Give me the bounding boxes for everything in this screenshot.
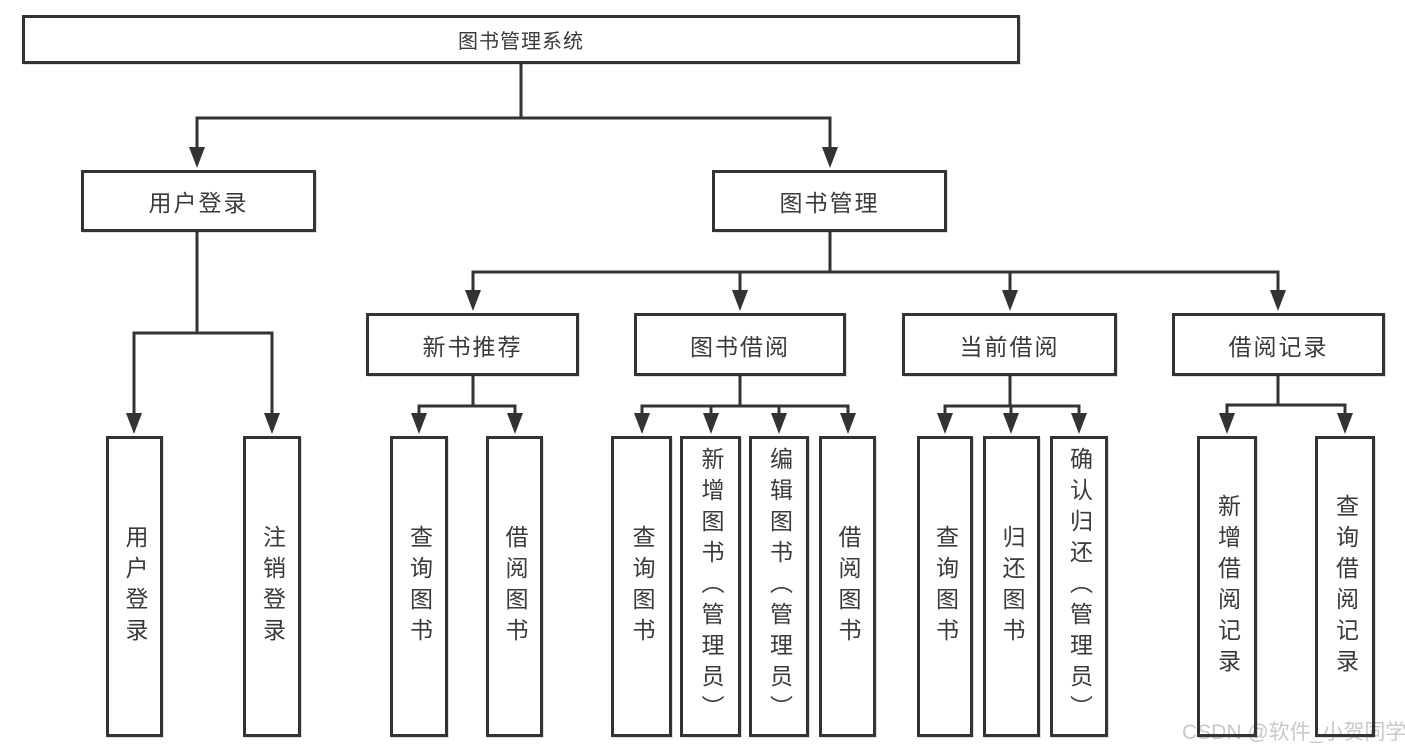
leaf-borrow-books-recommend: 借阅图书 bbox=[486, 436, 543, 737]
leaf-query-borrow-record: 查询借阅记录 bbox=[1315, 436, 1375, 737]
connector-book-borrowing-to-leaves bbox=[634, 374, 856, 434]
leaf-borrow-books-recommend-label: 借阅图书 bbox=[502, 524, 528, 649]
leaf-logout-label: 注销登录 bbox=[259, 524, 286, 649]
leaf-add-books-admin: 新增图书（管理员） bbox=[680, 436, 741, 737]
leaf-query-borrow-record-label: 查询借阅记录 bbox=[1332, 493, 1359, 680]
connector-current-borrowing-to-leaves bbox=[937, 374, 1087, 434]
connector-user-login-to-leaves bbox=[126, 230, 280, 434]
leaf-borrow-books-borrowing-label: 借阅图书 bbox=[835, 524, 861, 649]
leaf-query-books-borrowing: 查询图书 bbox=[611, 436, 672, 737]
leaf-confirm-return-admin: 确认归还（管理员） bbox=[1050, 436, 1108, 737]
leaf-add-borrow-record-label: 新增借阅记录 bbox=[1214, 493, 1241, 680]
leaf-logout: 注销登录 bbox=[243, 436, 301, 737]
leaf-query-books-recommend: 查询图书 bbox=[390, 436, 448, 737]
watermark: CSDN @软件_小贺同学 bbox=[1182, 721, 1405, 744]
leaf-user-login-label: 用户登录 bbox=[122, 524, 148, 649]
leaf-query-books-recommend-label: 查询图书 bbox=[406, 524, 433, 649]
node-book-borrowing: 图书借阅 bbox=[634, 313, 846, 376]
node-user-login: 用户登录 bbox=[81, 170, 316, 232]
connector-root-to-level2 bbox=[189, 62, 838, 168]
node-book-management: 图书管理 bbox=[712, 170, 947, 232]
leaf-confirm-return-admin-label: 确认归还（管理员） bbox=[1066, 447, 1093, 726]
node-new-book-recommendation: 新书推荐 bbox=[366, 313, 579, 376]
leaf-query-books-borrowing-label: 查询图书 bbox=[629, 524, 655, 649]
leaf-return-books-label: 归还图书 bbox=[999, 524, 1025, 649]
node-root: 图书管理系统 bbox=[22, 15, 1020, 64]
leaf-query-books-current-label: 查询图书 bbox=[932, 524, 959, 649]
leaf-query-books-current: 查询图书 bbox=[917, 436, 973, 737]
leaf-add-books-admin-label: 新增图书（管理员） bbox=[698, 447, 724, 726]
connector-new-book-recommendation-to-leaves bbox=[411, 374, 523, 434]
leaf-return-books: 归还图书 bbox=[983, 436, 1040, 737]
connector-borrowing-records-to-leaves bbox=[1219, 374, 1353, 434]
leaf-borrow-books-borrowing: 借阅图书 bbox=[819, 436, 876, 737]
connector-book-management-to-level3 bbox=[465, 230, 1286, 311]
leaf-user-login: 用户登录 bbox=[106, 436, 163, 737]
leaf-add-borrow-record: 新增借阅记录 bbox=[1197, 436, 1257, 737]
leaf-edit-books-admin: 编辑图书（管理员） bbox=[749, 436, 809, 737]
leaf-edit-books-admin-label: 编辑图书（管理员） bbox=[766, 447, 793, 726]
node-current-borrowing: 当前借阅 bbox=[902, 313, 1117, 376]
node-borrowing-records: 借阅记录 bbox=[1172, 313, 1385, 376]
